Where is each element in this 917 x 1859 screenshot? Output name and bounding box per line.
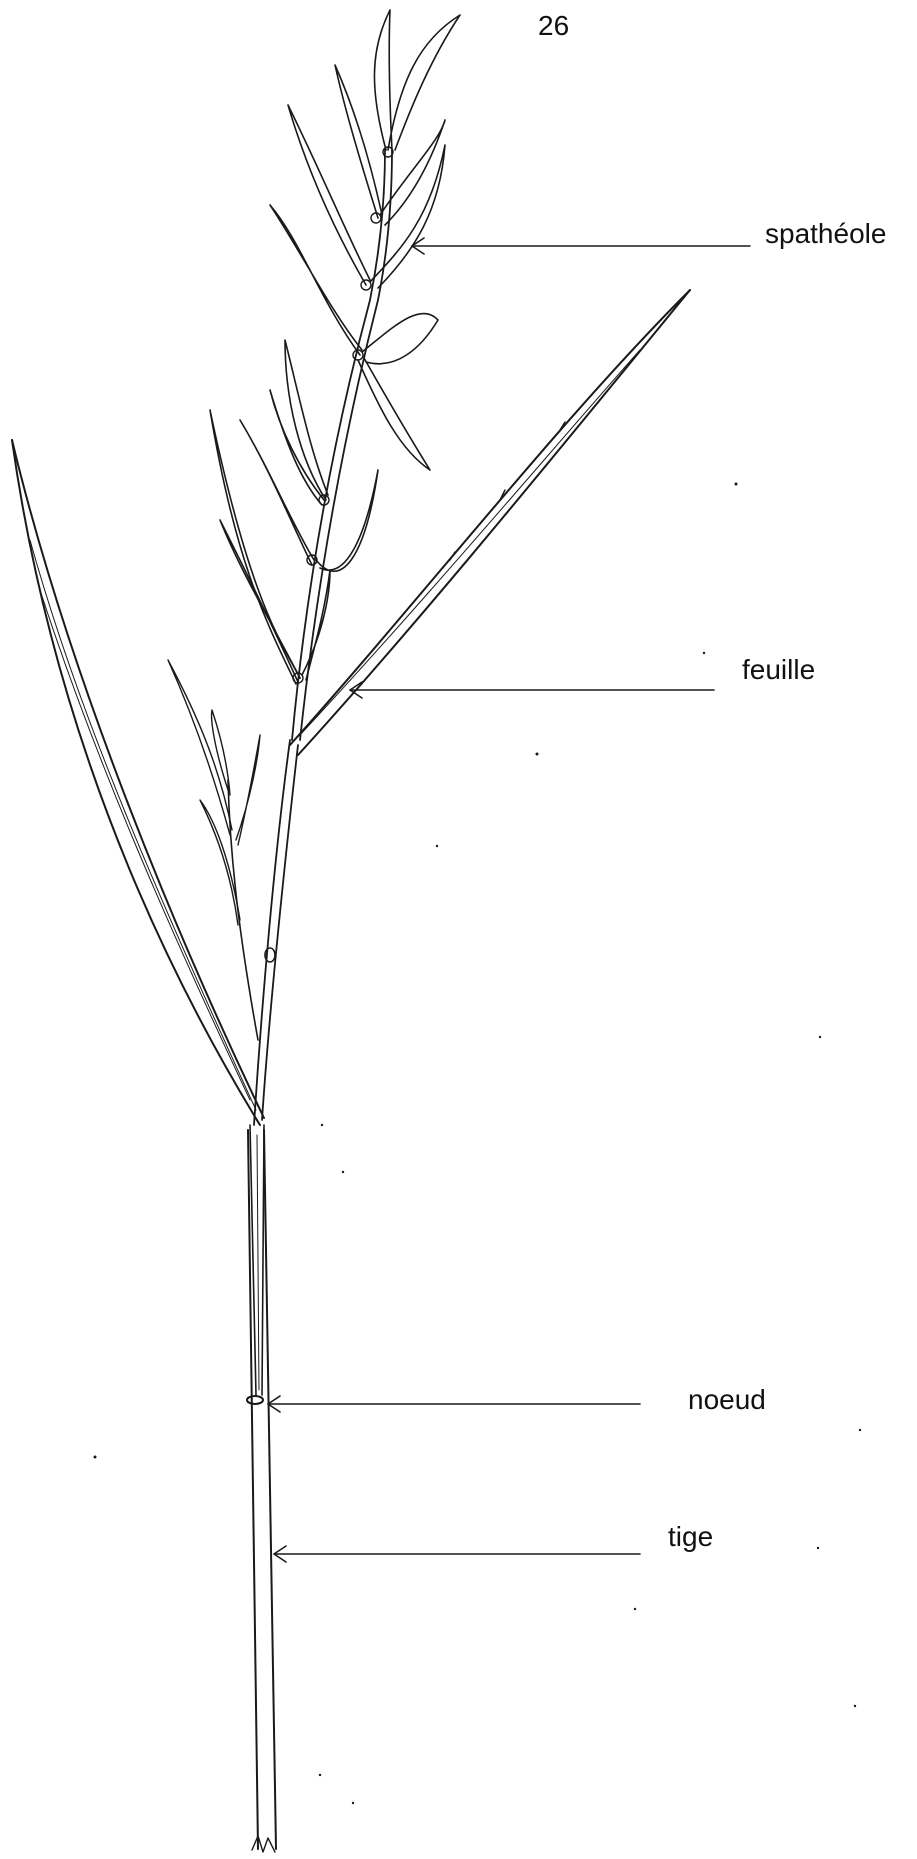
label-feuille: feuille — [742, 654, 815, 686]
annotation-arrows — [268, 238, 750, 1562]
upper-right-leaf — [290, 290, 690, 755]
inflorescence-axis — [292, 147, 393, 740]
node — [247, 1396, 263, 1404]
spatheoles — [210, 10, 460, 684]
label-tige: tige — [668, 1521, 713, 1553]
label-spatheole: spathéole — [765, 218, 886, 250]
label-noeud: noeud — [688, 1384, 766, 1416]
upper-stem — [254, 740, 298, 1125]
